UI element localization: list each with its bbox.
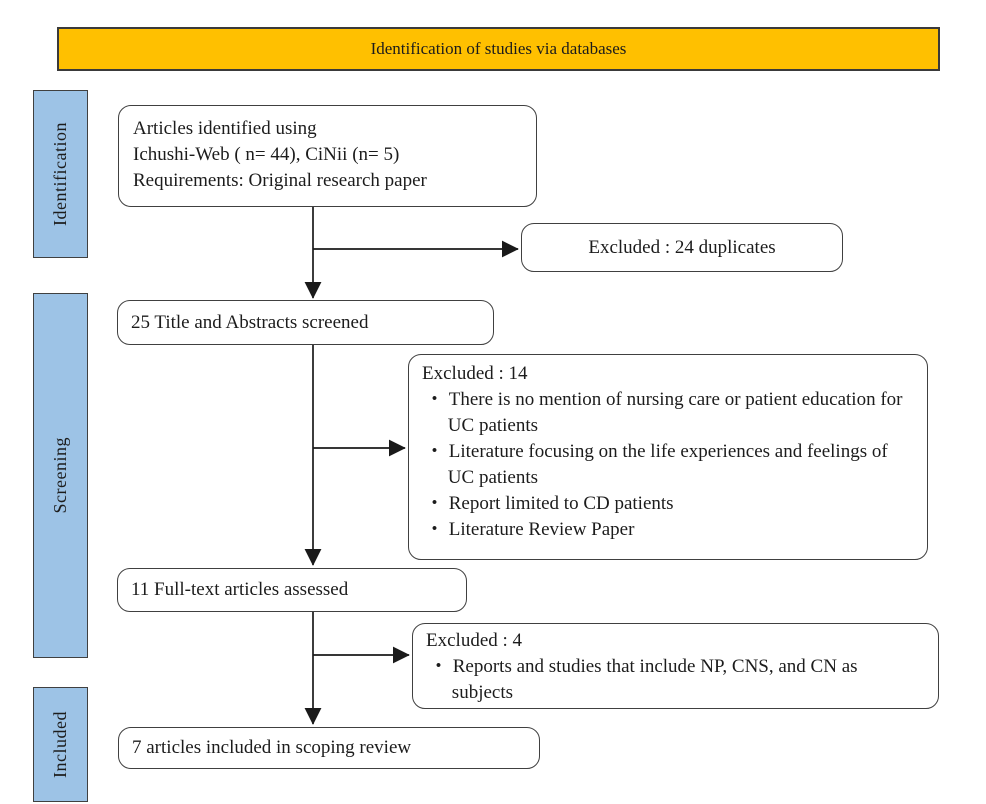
excluded-screening-title: Excluded : 14 [422,363,528,384]
box-title-abstracts-screened: 25 Title and Abstracts screened [117,300,494,345]
title-abstracts-screened-text: 25 Title and Abstracts screened [131,311,369,333]
excluded-screening-item-1: ・ There is no mention of nursing care or… [425,389,903,436]
excluded-fulltext-title: Excluded : 4 [426,630,523,651]
excluded-screening-item-4: ・ Literature Review Paper [425,519,635,540]
excluded-screening-item-2: ・ Literature focusing on the life experi… [425,441,888,488]
excluded-screening-item-3: ・ Report limited to CD patients [425,493,674,514]
articles-identified-line-2: Ichushi-Web ( n= 44), CiNii (n= 5) [133,144,400,165]
excluded-duplicates-text: Excluded : 24 duplicates [588,236,776,258]
stage-label-included-text: Included [50,711,70,778]
box-excluded-screening: Excluded : 14 ・ There is no mention of n… [408,354,928,560]
banner-title: Identification of studies via databases [370,39,627,58]
box-fulltext-assessed: 11 Full-text articles assessed [117,568,467,612]
included-in-review-text: 7 articles included in scoping review [132,737,412,758]
fulltext-assessed-text: 11 Full-text articles assessed [131,579,349,600]
articles-identified-line-1: Articles identified using [133,118,317,139]
box-excluded-fulltext: Excluded : 4 ・ Reports and studies that … [412,623,939,709]
banner-identification-of-studies: Identification of studies via databases [57,27,940,71]
articles-identified-line-3: Requirements: Original research paper [133,170,427,191]
stage-label-screening-text: Screening [50,437,70,514]
stage-label-screening: Screening [33,293,88,658]
box-excluded-duplicates: Excluded : 24 duplicates [521,223,843,272]
excluded-fulltext-item-1: ・ Reports and studies that include NP, C… [429,656,858,703]
stage-label-identification-text: Identification [50,122,70,226]
stage-label-identification: Identification [33,90,88,258]
box-included-in-review: 7 articles included in scoping review [118,727,540,769]
stage-label-included: Included [33,687,88,802]
box-articles-identified: Articles identified using Ichushi-Web ( … [118,105,537,207]
